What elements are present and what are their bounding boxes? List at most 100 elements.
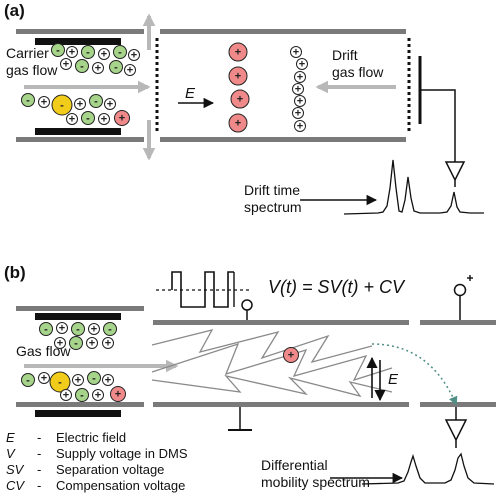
ionizer-b-top-electrode (35, 313, 121, 320)
drift-ion-marker (296, 58, 308, 70)
spectrum-label-b-line1: Differential (261, 457, 328, 473)
legend-text-v: Supply voltage in DMS (56, 446, 188, 461)
field-e-label-b: E (388, 371, 399, 388)
ionizer-bottom-plate (16, 137, 144, 142)
drift-ion-marker (72, 374, 84, 386)
dms-spectrum-trace (361, 452, 495, 485)
deflector-contact (453, 283, 467, 297)
negative-ion-sign: - (74, 338, 78, 350)
negative-ion: - (71, 322, 85, 336)
drift-ion: + (74, 98, 86, 111)
drift-ion: + (92, 389, 104, 402)
negative-ion-sign: - (114, 62, 118, 74)
panel-a: (a) Carrier gas flow Drift gas flow E -+… (4, 1, 484, 215)
positive-ion-marker (283, 347, 299, 363)
detected-ion-path (371, 343, 458, 406)
dms-bottom-plate (153, 402, 409, 407)
legend-dash-v: - (37, 446, 41, 461)
drift-ion-sign: + (75, 375, 81, 387)
drift-ion-sign: + (101, 49, 107, 61)
drift-ion-sign: + (89, 338, 95, 350)
voltage-equation: V(t) = SV(t) + CV (268, 277, 406, 297)
spectrum-label-a-line1: Drift time (244, 182, 300, 198)
cluster-ion-sign: - (58, 377, 62, 389)
drift-ion-marker (98, 48, 110, 60)
trajectory-middle (151, 342, 393, 382)
ionizer-top-electrode (35, 38, 121, 45)
positive-ion-large-sign: + (235, 47, 241, 59)
drift-time-spectrum-trace (343, 159, 484, 215)
drift-ion-marker (86, 337, 98, 349)
drift-ion: + (56, 322, 68, 335)
drift-ion-marker (66, 46, 78, 58)
negative-ion: - (89, 94, 103, 108)
drift-ion-sign: + (127, 65, 133, 77)
ionizer-bottom-electrode (35, 128, 121, 135)
drift-ion-sign: + (95, 390, 101, 402)
drift-ion-sign: + (63, 59, 69, 71)
drift-ion: + (66, 113, 78, 126)
drift-ion: + (54, 337, 66, 350)
drift-ion-sign: + (299, 59, 305, 71)
drift-ion: + (292, 107, 304, 120)
negative-ion-marker (51, 43, 65, 57)
negative-ion-sign: - (118, 47, 122, 59)
negative-ion: - (21, 373, 35, 387)
drift-ion-marker (102, 337, 114, 349)
drift-ion-sign: + (41, 97, 47, 109)
drift-ion-sign: + (63, 390, 69, 402)
drift-ion-sign: + (297, 72, 303, 84)
negative-ion-marker (87, 371, 101, 385)
drift-ion: + (296, 58, 308, 71)
drift-ion-marker (54, 337, 66, 349)
positive-ion-large-sign: + (237, 94, 243, 106)
negative-ion-sign: - (26, 95, 30, 107)
negative-ion-marker (75, 388, 89, 402)
drift-ion-sign: + (107, 99, 113, 111)
positive-ion-large: + (228, 66, 248, 86)
negative-ion-sign: - (76, 324, 80, 336)
drift-ion-marker (294, 120, 306, 132)
negative-ion: - (75, 59, 89, 73)
drift-ion-sign: + (295, 84, 301, 96)
negative-ion-marker (113, 45, 127, 59)
drift-gas-label-line1: Drift (332, 47, 358, 63)
drift-ion-marker (124, 64, 136, 76)
negative-ion-sign: - (56, 45, 60, 57)
negative-ion-marker (39, 322, 53, 336)
cluster-ion: - (51, 94, 73, 116)
drift-ion-sign: + (105, 375, 111, 387)
positive-ion-sign: + (119, 113, 125, 125)
negative-ion: - (39, 322, 53, 336)
drift-ion: + (88, 323, 100, 336)
positive-ion-sign: + (288, 350, 294, 362)
negative-ion: - (75, 388, 89, 402)
negative-ion-sign: - (86, 47, 90, 59)
negative-ion-sign: - (26, 375, 30, 387)
negative-ion: - (81, 45, 95, 59)
drift-ion-marker (290, 46, 302, 58)
drift-ion-marker (292, 83, 304, 95)
drift-ion-marker (98, 113, 110, 125)
drift-ion: + (60, 58, 72, 71)
legend-row: E - Electric field (6, 430, 126, 445)
deflector-plate (420, 320, 496, 325)
drift-ion-sign: + (59, 323, 65, 335)
legend-row: CV - Compensation voltage (6, 478, 185, 493)
drift-ion-marker (56, 322, 68, 334)
drift-ion-marker (92, 62, 104, 74)
drift-ion-sign: + (95, 63, 101, 75)
negative-ion-marker (69, 336, 83, 350)
cluster-ion: - (49, 371, 71, 393)
separation-waveform (171, 271, 234, 308)
legend-dash-sv: - (37, 462, 41, 477)
drift-ion-sign: + (293, 47, 299, 59)
drift-ion-marker (294, 71, 306, 83)
spectrum-label-b-line2: mobility spectrum (261, 474, 370, 490)
cluster-ion-marker (49, 371, 71, 393)
positive-ion: + (110, 386, 126, 402)
top-electrode-contact (241, 299, 253, 311)
ion-cloud-a: -+-+-++-+-+-+-+-++-+++++++++++++ (21, 42, 308, 133)
drift-ion-marker (292, 107, 304, 119)
